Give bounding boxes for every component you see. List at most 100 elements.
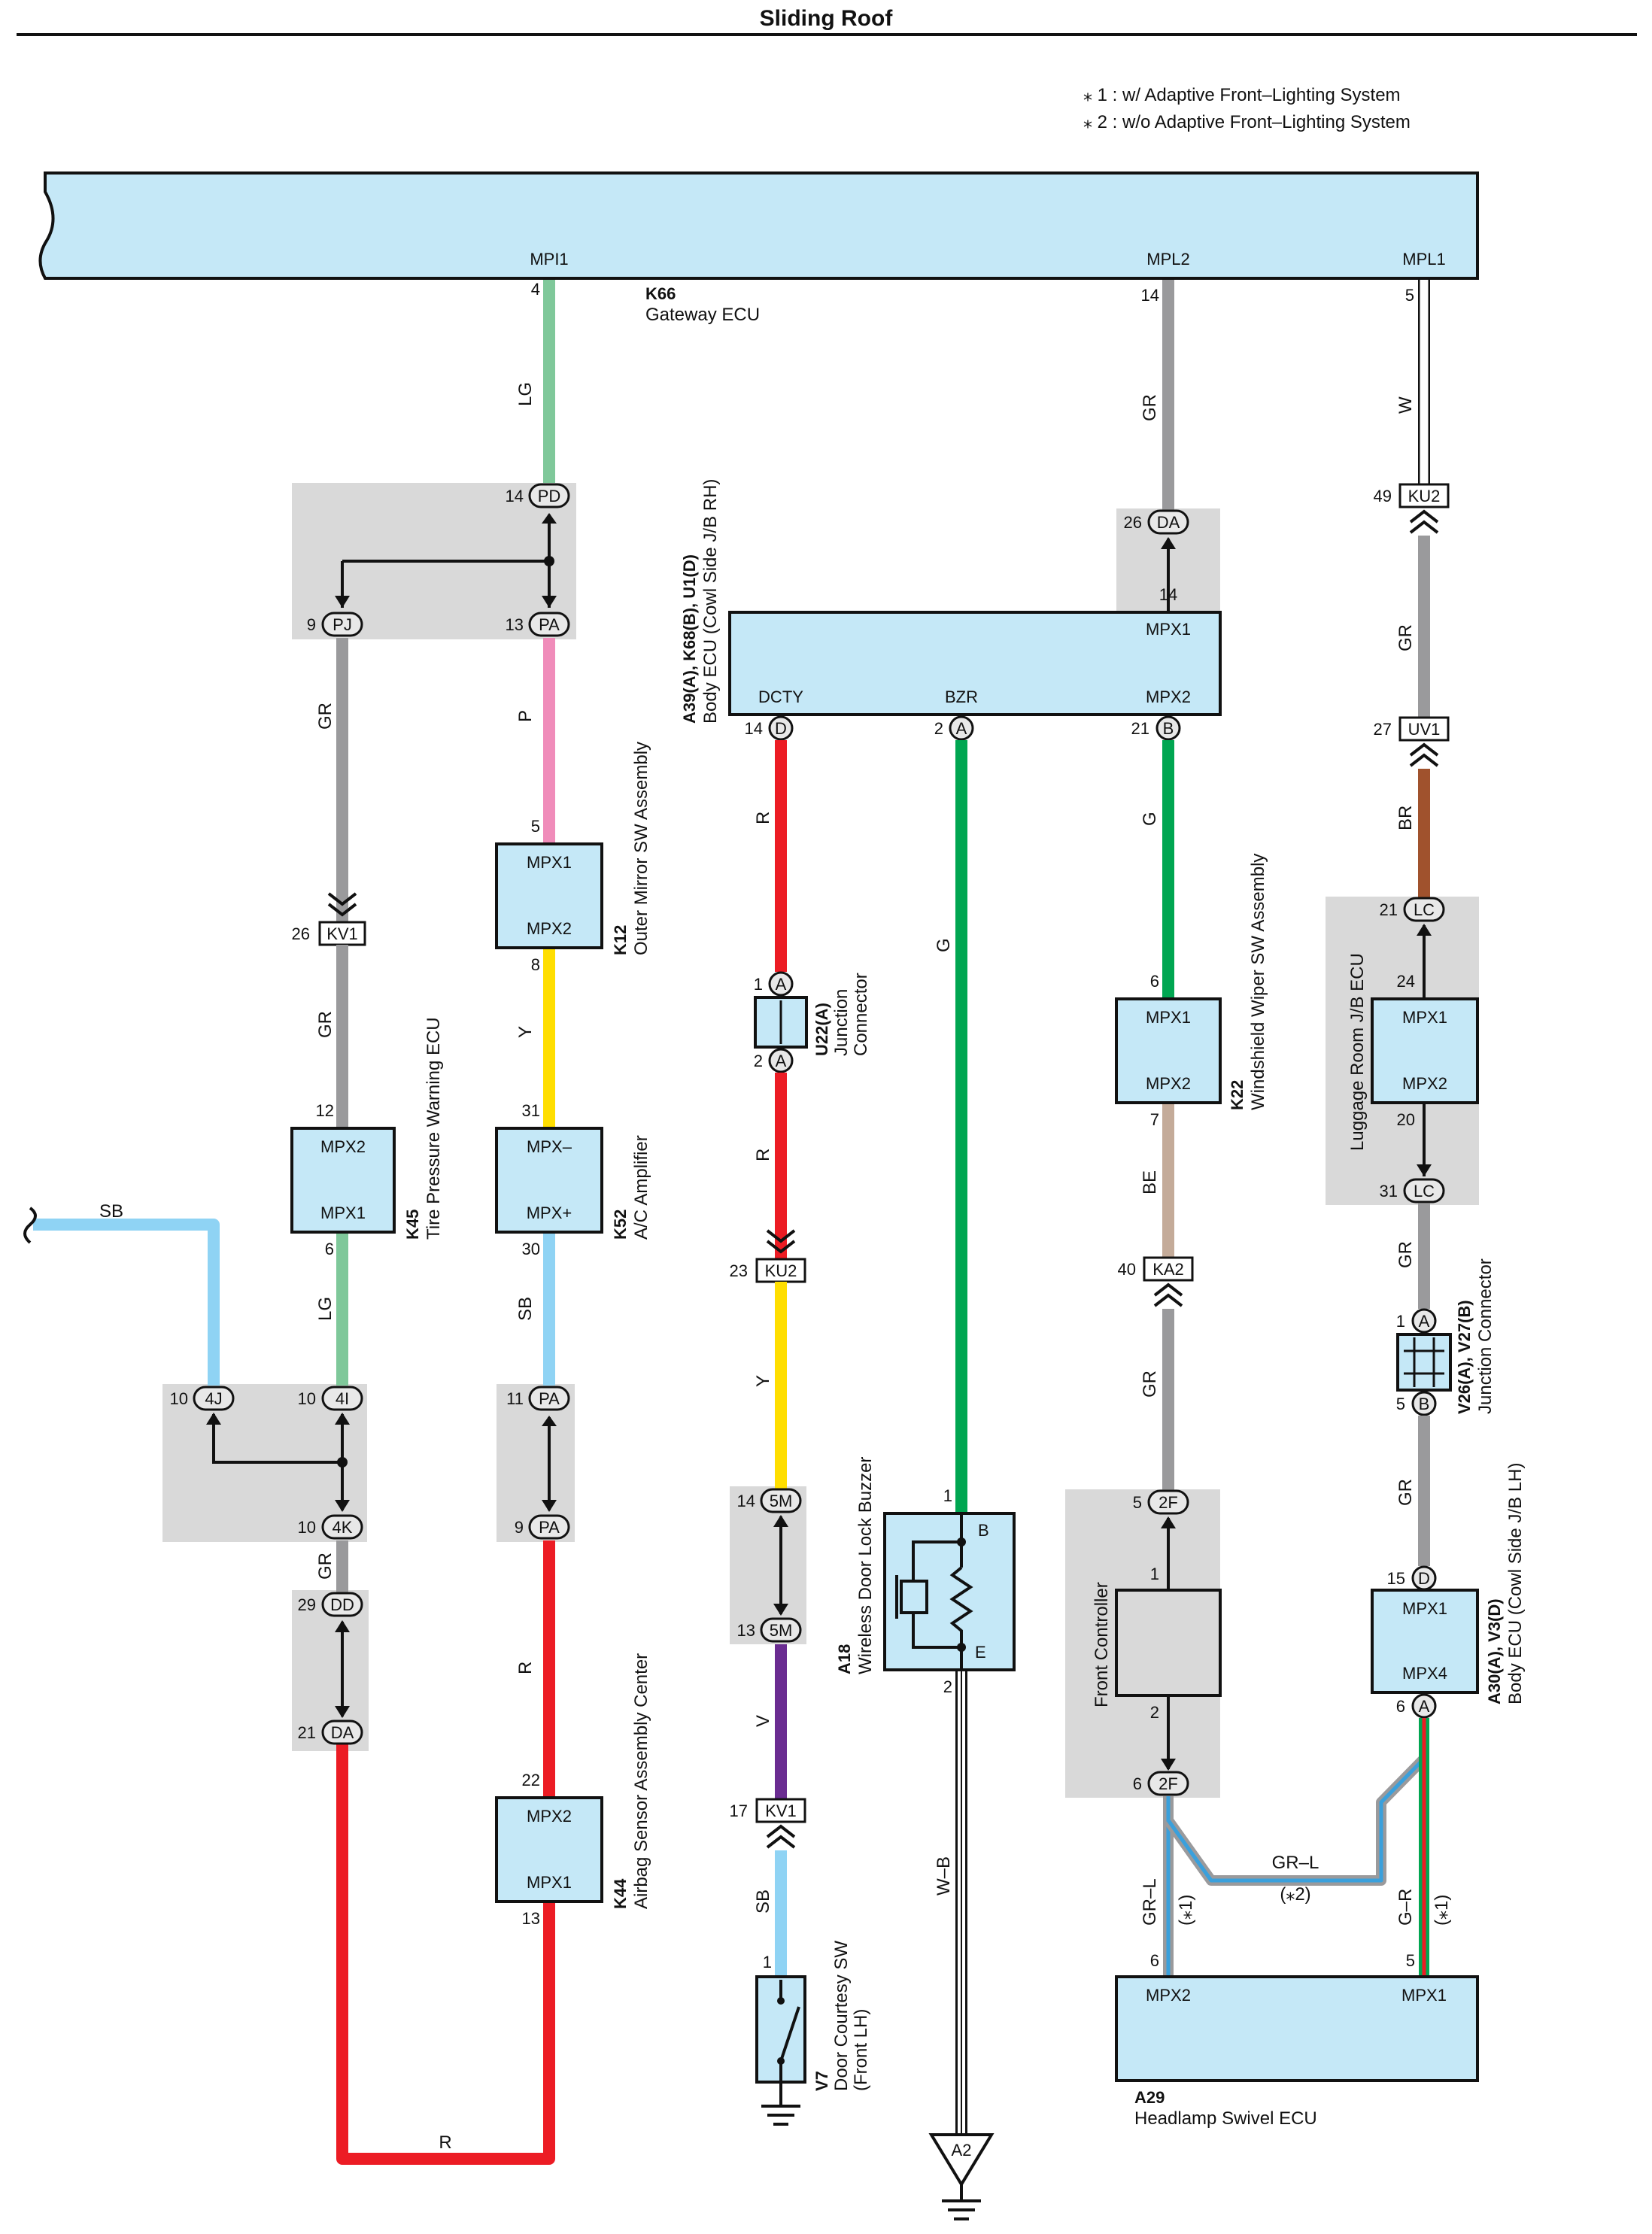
- arrow-icon: [773, 1515, 788, 1527]
- conn-kv1-2: [755, 1798, 806, 1823]
- label-gr-4k: GR: [315, 1553, 336, 1580]
- conn-pa-2-label: PA: [539, 1389, 560, 1408]
- conn-5m-2: [760, 1617, 802, 1643]
- label-y-2: Y: [753, 1375, 773, 1387]
- pin-5-mpl1: 5: [1405, 286, 1414, 305]
- label-r-u22: R: [753, 1149, 773, 1161]
- conn-lc: [1403, 897, 1445, 922]
- label-grl-2: GR–L: [1272, 1853, 1319, 1873]
- conn-4i-label: 4I: [336, 1389, 349, 1408]
- pin-6-a-lh: 6: [1396, 1697, 1405, 1716]
- arrow-icon: [1161, 1516, 1176, 1528]
- gateway-name: Gateway ECU: [645, 305, 760, 325]
- conn-da-2-label: DA: [1157, 513, 1180, 532]
- conn-pj: [321, 612, 363, 637]
- junction-grid-icon: [1404, 1337, 1444, 1387]
- conn-a-lh-label: A: [1419, 1697, 1430, 1716]
- a29-code: A29: [1134, 2088, 1165, 2107]
- label-be: BE: [1140, 1170, 1160, 1194]
- pin-17: 17: [730, 1801, 748, 1820]
- v7-name-1: Door Courtesy SW: [831, 1941, 852, 2091]
- conn-5m: [760, 1488, 802, 1513]
- arrow-icon: [335, 596, 350, 608]
- conn-u22-a2: [768, 1048, 794, 1073]
- conn-2f-2-label: 2F: [1159, 1774, 1178, 1793]
- arrow-icon: [542, 596, 557, 608]
- connector-arrow-icon: [327, 892, 357, 917]
- conn-v27-b-label: B: [1419, 1395, 1430, 1413]
- ground-a2-label: A2: [952, 2141, 972, 2160]
- a29-name: Headlamp Swivel ECU: [1134, 2108, 1317, 2129]
- pin-mpl2: MPL2: [1146, 250, 1189, 269]
- pin-1-u22: 1: [754, 975, 763, 994]
- conn-dd: [321, 1592, 363, 1617]
- conn-kv1: [318, 921, 366, 946]
- k45-pin-mpx2: MPX2: [320, 1137, 366, 1156]
- label-gr-v27: GR: [1395, 1479, 1416, 1506]
- label-g-bzr: G: [934, 938, 954, 952]
- conn-v27-b: [1411, 1391, 1437, 1416]
- pin-20: 20: [1397, 1110, 1415, 1129]
- conn-u22-a1: [768, 971, 794, 997]
- pin-12: 12: [316, 1101, 334, 1120]
- conn-2f: [1147, 1489, 1189, 1515]
- conn-lc-2: [1403, 1178, 1445, 1204]
- u22-name-1: Junction: [831, 989, 852, 1056]
- connector-arrow-icon: [1409, 509, 1439, 534]
- conn-v26-a-label: A: [1419, 1312, 1430, 1331]
- connector-arrow-icon: [766, 1229, 796, 1254]
- resistor-icon: [949, 1566, 973, 1647]
- ground-icon: [942, 2199, 981, 2220]
- conn-uv1-label: UV1: [1408, 720, 1441, 739]
- luggage-jb-box: [1371, 997, 1479, 1104]
- luggage-jb-name: Luggage Room J/B ECU: [1347, 953, 1368, 1151]
- conn-4k-label: 4K: [333, 1518, 353, 1537]
- body-ecu-rh-pin-bzr: BZR: [945, 688, 978, 706]
- splice-dot: [337, 1457, 348, 1468]
- k45-code: K45: [403, 1210, 422, 1240]
- connector-arrow-icon: [766, 1824, 796, 1849]
- v26-box: [1396, 1333, 1452, 1392]
- k12-pin-mpx2: MPX2: [527, 919, 572, 938]
- pin-31: 31: [522, 1101, 540, 1120]
- luggage-jb-pin-mpx1: MPX1: [1402, 1008, 1447, 1027]
- label-gr-mpl2: GR: [1140, 394, 1160, 421]
- v7-code: V7: [812, 2071, 831, 2091]
- conn-u22-a1-label: A: [776, 975, 787, 994]
- pin-10-4k: 10: [298, 1518, 316, 1537]
- pin-9-pa3: 9: [515, 1518, 524, 1537]
- body-ecu-rh-pin-dcty: DCTY: [758, 688, 803, 706]
- k52-box: [495, 1127, 603, 1234]
- arrow-icon: [1161, 1759, 1176, 1771]
- pin-2-a18: 2: [943, 1677, 952, 1696]
- pin-6-k22: 6: [1150, 972, 1159, 991]
- conn-ku2-2: [1398, 483, 1450, 508]
- wire-break-icon: [23, 1207, 37, 1244]
- pin-31-lc: 31: [1380, 1182, 1398, 1200]
- arrow-icon: [542, 513, 557, 524]
- gateway-code: K66: [645, 284, 676, 303]
- pin-21-b: 21: [1131, 719, 1149, 738]
- arrow-icon: [335, 1706, 350, 1718]
- pin-21-lc: 21: [1380, 900, 1398, 919]
- label-gr-ku2: GR: [1395, 624, 1416, 651]
- pin-24: 24: [1397, 972, 1415, 991]
- arrow-icon: [1417, 924, 1432, 936]
- pin-10-4j: 10: [170, 1389, 188, 1408]
- k44-box: [495, 1796, 603, 1903]
- conn-a-lh: [1411, 1693, 1437, 1719]
- ground-point-icon: [928, 2133, 995, 2187]
- conn-a-bzr: [949, 715, 974, 741]
- pin-5-a29: 5: [1406, 1951, 1415, 1970]
- conn-pa-3-label: PA: [539, 1518, 560, 1537]
- connector-arrow-icon: [1153, 1282, 1183, 1307]
- note-1: ⁎ 1 : w/ Adaptive Front–Lighting System: [1083, 85, 1401, 105]
- pin-11: 11: [506, 1389, 524, 1408]
- k12-name: Outer Mirror SW Assembly: [631, 742, 651, 955]
- wire-r-loop: [336, 1744, 555, 2165]
- conn-kv1-label: KV1: [326, 924, 358, 943]
- k12-code: K12: [611, 925, 630, 955]
- arrow-icon: [206, 1413, 221, 1425]
- conn-pd-label: PD: [538, 487, 561, 505]
- pin-5-k12: 5: [531, 817, 540, 836]
